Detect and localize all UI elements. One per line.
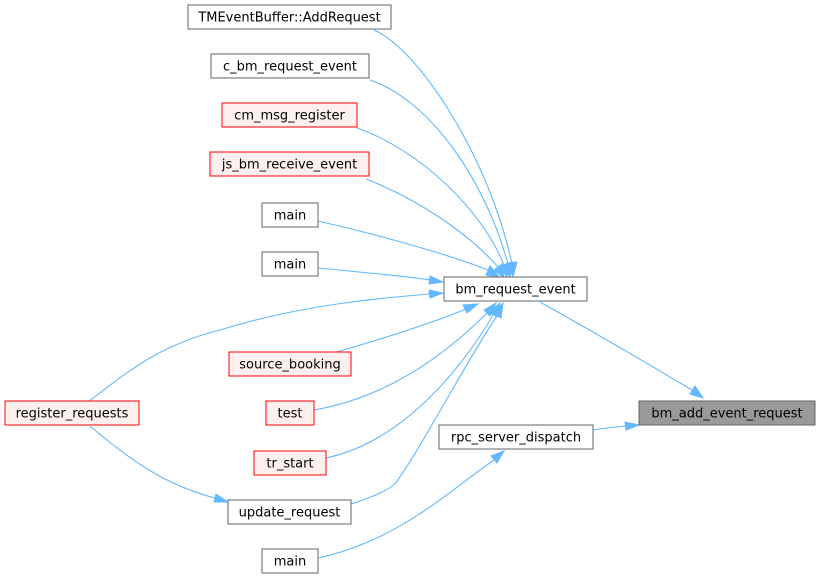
- edge-rpc-server-dispatch-to-bm-add-event-request: [592, 425, 627, 431]
- edge-js-bm-receive-event-to-bm-request-event: [365, 178, 499, 268]
- node-label: js_bm_receive_event: [221, 158, 357, 173]
- node-label: register_requests: [16, 407, 129, 422]
- edge-source-booking-to-bm-request-event: [335, 308, 467, 353]
- node-update-request[interactable]: update_request: [227, 499, 352, 525]
- edges: [87, 29, 705, 559]
- edge-arrowhead: [490, 450, 506, 464]
- node-label: cm_msg_register: [234, 109, 345, 124]
- edge-arrowhead: [213, 493, 230, 503]
- node-test[interactable]: test: [265, 400, 315, 426]
- edge-arrowhead: [492, 301, 504, 319]
- node-label: TMEventBuffer::AddRequest: [197, 11, 380, 26]
- node-main-3[interactable]: main: [261, 548, 319, 574]
- edge-main-1-to-bm-request-event: [317, 220, 489, 271]
- edge-arrowhead: [689, 385, 705, 399]
- node-cm-msg-register[interactable]: cm_msg_register: [221, 102, 358, 128]
- node-register-requests[interactable]: register_requests: [4, 400, 140, 426]
- node-tr-start[interactable]: tr_start: [253, 450, 327, 476]
- node-source-booking[interactable]: source_booking: [228, 351, 352, 377]
- node-label: main: [274, 555, 306, 570]
- node-label: c_bm_request_event: [223, 60, 357, 75]
- node-label: main: [274, 258, 306, 273]
- node-label: rpc_server_dispatch: [451, 431, 581, 446]
- node-js-bm-receive-event[interactable]: js_bm_receive_event: [209, 151, 370, 177]
- edge-register-requests-to-bm-request-event: [87, 293, 431, 403]
- node-main-2[interactable]: main: [261, 251, 319, 277]
- node-label: bm_add_event_request: [651, 407, 802, 422]
- node-bm-request-event[interactable]: bm_request_event: [443, 276, 588, 302]
- nodes: TMEventBuffer::AddRequest c_bm_request_e…: [4, 4, 816, 574]
- edge-arrowhead: [462, 303, 480, 314]
- edge-update-request-to-bm-request-event: [350, 315, 498, 505]
- node-label: source_booking: [239, 358, 340, 373]
- node-label: main: [274, 209, 306, 224]
- edge-register-requests-to-update-request: [89, 425, 216, 499]
- edge-arrowhead: [493, 263, 505, 280]
- edge-bm-request-event-to-bm-add-event-request: [539, 301, 693, 391]
- edge-cm-msg-register-to-bm-request-event: [356, 127, 505, 266]
- edge-arrowhead: [428, 275, 445, 285]
- node-tmeventbuffer-addrequest[interactable]: TMEventBuffer::AddRequest: [187, 4, 392, 30]
- edge-tmeventbuffer-addrequest-to-bm-request-event: [373, 29, 513, 265]
- edge-arrowhead: [428, 289, 445, 299]
- node-label: tr_start: [266, 457, 313, 472]
- node-bm-add-event-request[interactable]: bm_add_event_request: [638, 400, 816, 426]
- edge-tr-start-to-bm-request-event: [325, 314, 494, 459]
- node-c-bm-request-event[interactable]: c_bm_request_event: [210, 53, 370, 79]
- node-label: bm_request_event: [455, 283, 575, 298]
- edge-c-bm-request-event-to-bm-request-event: [369, 79, 509, 265]
- edge-test-to-bm-request-event: [313, 312, 488, 411]
- edge-main-3-to-rpc-server-dispatch: [317, 459, 495, 559]
- edge-arrowhead: [624, 421, 641, 431]
- edge-main-2-to-bm-request-event: [317, 267, 431, 281]
- node-rpc-server-dispatch[interactable]: rpc_server_dispatch: [438, 424, 594, 450]
- node-main-1[interactable]: main: [261, 202, 319, 228]
- node-label: update_request: [239, 506, 341, 521]
- node-label: test: [278, 407, 303, 422]
